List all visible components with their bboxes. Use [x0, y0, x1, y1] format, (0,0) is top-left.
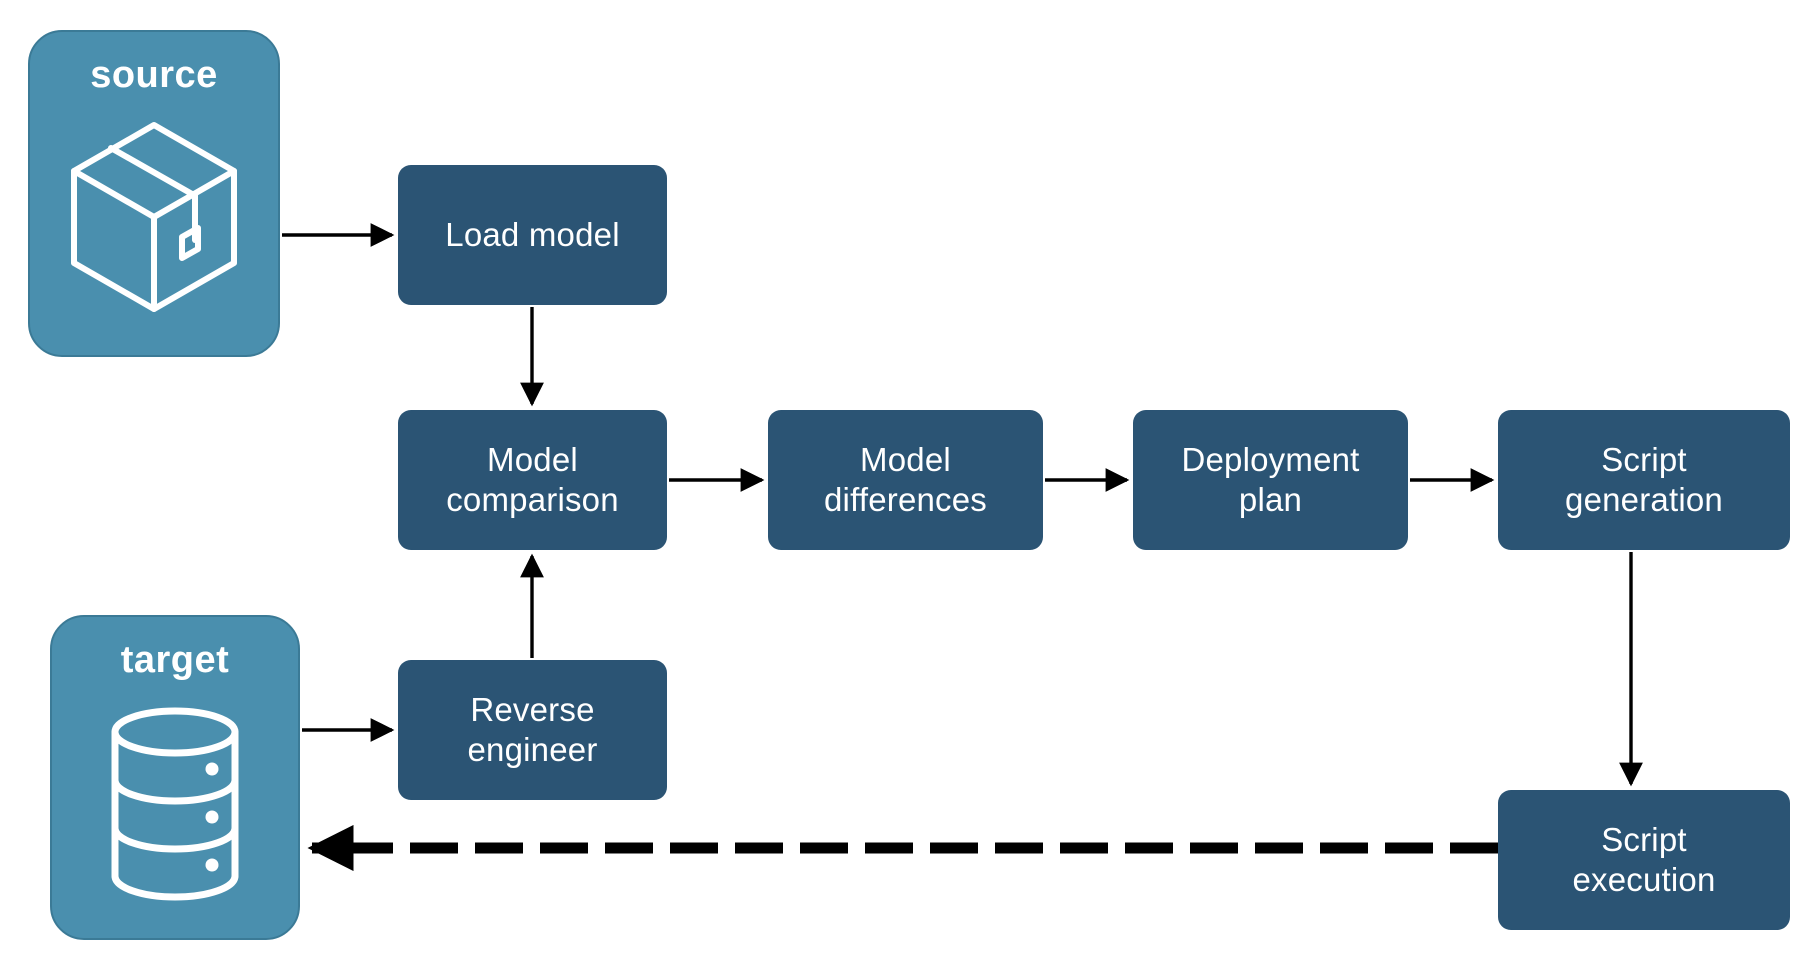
endpoint-source[interactable]: source [28, 30, 280, 357]
process-model-differences[interactable]: Model differences [768, 410, 1043, 550]
process-model-comparison-label: Model comparison [446, 440, 619, 518]
process-reverse-engineer-label: Reverse engineer [467, 690, 598, 768]
endpoint-target[interactable]: target [50, 615, 300, 940]
process-model-comparison[interactable]: Model comparison [398, 410, 667, 550]
process-script-execution-label: Script execution [1572, 820, 1716, 898]
process-load-model-label: Load model [445, 215, 620, 253]
target-label: target [120, 639, 230, 681]
package-box-icon [64, 115, 244, 320]
process-script-generation-label: Script generation [1565, 440, 1723, 518]
process-deployment-plan[interactable]: Deployment plan [1133, 410, 1408, 550]
process-script-execution[interactable]: Script execution [1498, 790, 1790, 930]
process-load-model[interactable]: Load model [398, 165, 667, 305]
source-label: source [90, 54, 218, 96]
process-deployment-plan-label: Deployment plan [1181, 440, 1360, 518]
database-cylinder-icon [100, 704, 250, 909]
process-script-generation[interactable]: Script generation [1498, 410, 1790, 550]
process-reverse-engineer[interactable]: Reverse engineer [398, 660, 667, 800]
process-model-differences-label: Model differences [823, 440, 988, 518]
